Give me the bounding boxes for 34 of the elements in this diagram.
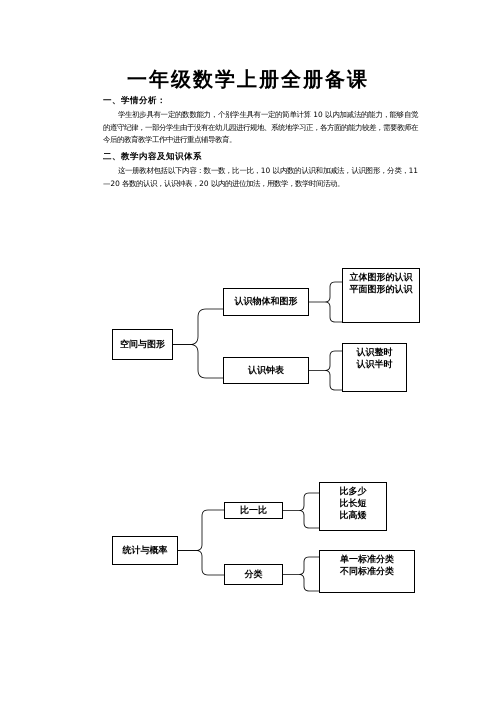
subtopic-list-box <box>319 482 387 531</box>
brace-connector <box>308 282 342 322</box>
subtopic-item: 认识整时 <box>356 347 392 359</box>
subtopic-item: 比长短 <box>340 498 366 510</box>
topic-label: 比一比 <box>240 504 267 516</box>
subtopic-list-box <box>342 343 407 392</box>
topic-box <box>224 502 283 519</box>
subtopic-list-box <box>319 550 415 593</box>
subtopic-item: 单一标准分类 <box>340 554 394 566</box>
topic-box <box>223 288 309 316</box>
topic-label: 认识物体和图形 <box>234 296 298 308</box>
subtopic-item: 平面图形的认识 <box>350 284 412 296</box>
category-label: 统计与概率 <box>122 544 168 556</box>
category-box <box>112 536 178 565</box>
category-label: 空间与图形 <box>120 338 165 350</box>
subtopic-item: 比多少 <box>340 486 366 498</box>
subtopic-item: 不同标准分类 <box>340 566 394 578</box>
brace-connector <box>178 550 224 576</box>
brace-connector <box>282 556 320 592</box>
topic-label: 分类 <box>244 568 262 580</box>
subtopic-item: 立体图形的认识 <box>350 272 412 284</box>
subtopic-list-box <box>342 268 420 323</box>
category-box <box>112 329 173 360</box>
topic-box <box>224 564 283 585</box>
section-heading: 二、教学内容及知识体系 <box>103 152 202 163</box>
brace-connector <box>308 350 342 390</box>
topic-box <box>223 357 309 384</box>
subtopic-item: 认识半时 <box>356 359 392 371</box>
page-title: 一年级数学上册全册备课 <box>127 66 369 93</box>
section-heading: 一、学情分析： <box>103 96 166 107</box>
topic-label: 认识钟表 <box>248 364 284 376</box>
brace-connector <box>282 492 320 528</box>
subtopic-item: 比高矮 <box>340 510 366 522</box>
brace-connector <box>172 344 224 378</box>
